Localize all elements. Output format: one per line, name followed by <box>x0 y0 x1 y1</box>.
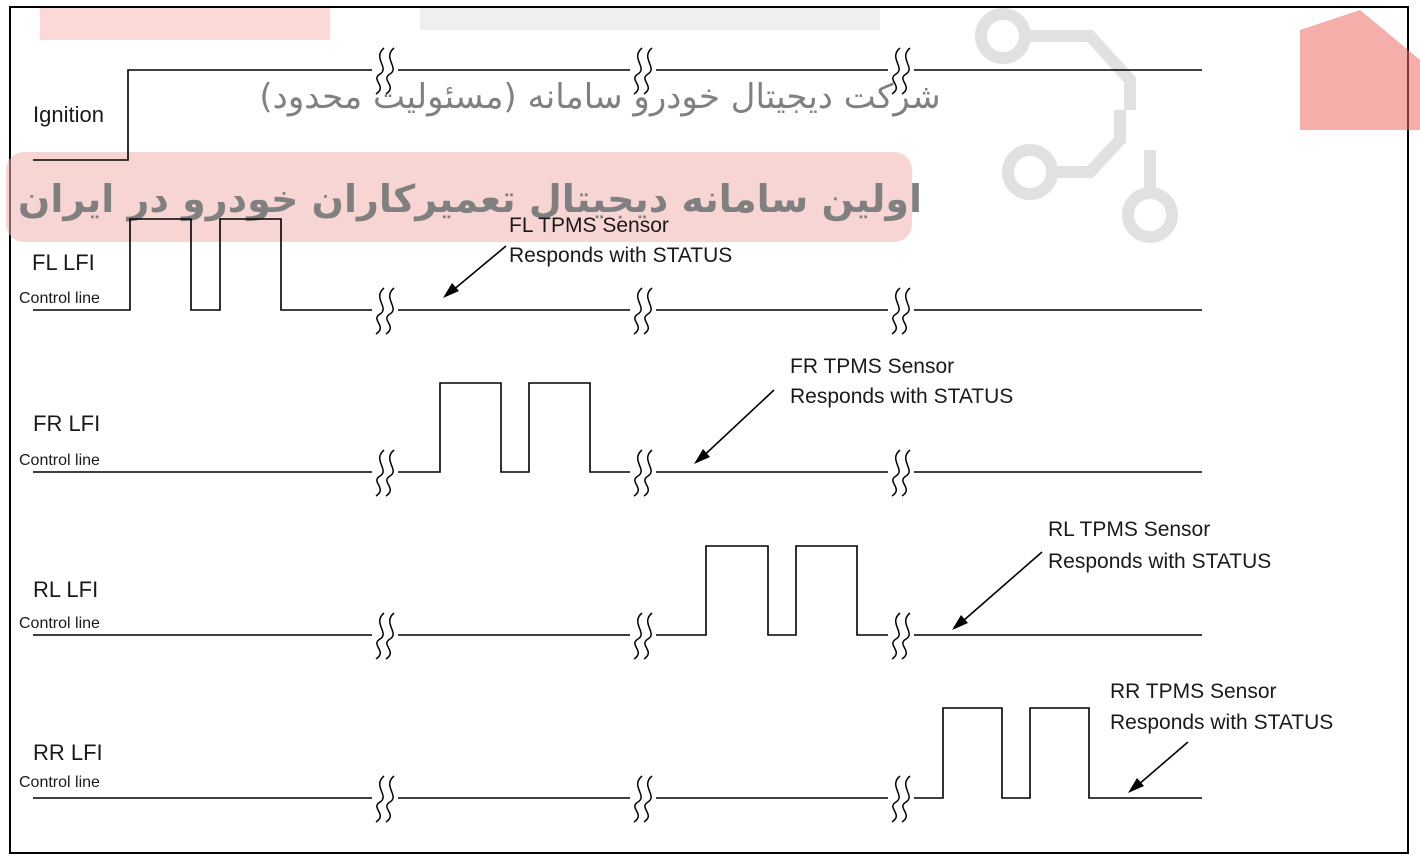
time-break-fl-3-2 <box>901 287 911 335</box>
watermark-car-shape <box>1300 10 1420 130</box>
time-break-fr-1-2 <box>385 449 395 497</box>
time-break-ignition-3-2 <box>901 47 911 95</box>
waveform-rr-seg4 <box>914 707 1202 799</box>
time-break-fr-2-2 <box>643 449 653 497</box>
waveform-fr-seg2 <box>398 382 630 473</box>
watermark-line1: شرکت دیجیتال خودرو سامانه (مسئولیت محدود… <box>259 77 940 117</box>
time-break-fl-2-1 <box>633 287 643 335</box>
annotation-fr-line2: Responds with STATUS <box>790 385 1013 408</box>
time-break-rl-3-1 <box>891 612 901 660</box>
signal-label-rl: RL LFI <box>33 577 98 602</box>
arrow-fl <box>443 245 507 298</box>
waveform-ignition <box>33 69 372 161</box>
time-break-rr-2-2 <box>643 775 653 823</box>
annotation-rl-line2: Responds with STATUS <box>1048 550 1271 573</box>
time-break-fl-2-2 <box>643 287 653 335</box>
time-break-rl-2-1 <box>633 612 643 660</box>
time-break-rl-1-1 <box>375 612 385 660</box>
waveform-fl <box>33 218 372 311</box>
time-break-ignition-1-2 <box>385 47 395 95</box>
time-break-fl-1-1 <box>375 287 385 335</box>
time-break-ignition-1-1 <box>375 47 385 95</box>
annotation-rr-line1: RR TPMS Sensor <box>1110 680 1277 703</box>
response-annotations: FL TPMS Sensor Responds with STATUS FR T… <box>509 214 1333 734</box>
time-breaks <box>375 47 911 823</box>
watermark-top-shape <box>40 8 330 40</box>
annotation-rl-line1: RL TPMS Sensor <box>1048 518 1210 541</box>
time-break-fr-1-1 <box>375 449 385 497</box>
time-break-rr-2-1 <box>633 775 643 823</box>
time-break-rr-3-1 <box>891 775 901 823</box>
annotation-arrows <box>443 245 1189 793</box>
annotation-fr-line1: FR TPMS Sensor <box>790 355 954 378</box>
time-break-fl-1-2 <box>385 287 395 335</box>
annotation-rr-line2: Responds with STATUS <box>1110 711 1333 734</box>
time-break-rr-3-2 <box>901 775 911 823</box>
signal-sublabel-rl: Control line <box>19 615 100 632</box>
signal-sublabel-fl: Control line <box>19 290 100 307</box>
waveforms <box>33 69 1202 799</box>
signal-labels: Ignition FL LFI Control line FR LFI Cont… <box>19 102 104 791</box>
signal-sublabel-rr: Control line <box>19 774 100 791</box>
time-break-rr-1-1 <box>375 775 385 823</box>
time-break-ignition-2-1 <box>633 47 643 95</box>
signal-label-rr: RR LFI <box>33 740 103 765</box>
signal-label-fr: FR LFI <box>33 411 100 436</box>
watermark-top-gray <box>420 8 880 30</box>
waveform-rl-seg3 <box>656 545 888 636</box>
time-break-ignition-3-1 <box>891 47 901 95</box>
time-break-fr-2-1 <box>633 449 643 497</box>
signal-label-ignition: Ignition <box>33 102 104 127</box>
time-break-fr-3-2 <box>901 449 911 497</box>
time-break-rl-2-2 <box>643 612 653 660</box>
time-break-rr-1-2 <box>385 775 395 823</box>
annotation-fl-line1: FL TPMS Sensor <box>509 214 669 237</box>
time-break-rl-3-2 <box>901 612 911 660</box>
arrow-rl <box>952 551 1043 630</box>
time-break-fr-3-1 <box>891 449 901 497</box>
circuit-car-icon <box>975 8 1178 243</box>
time-break-rl-1-2 <box>385 612 395 660</box>
arrow-rr <box>1128 741 1189 793</box>
watermark: شرکت دیجیتال خودرو سامانه (مسئولیت محدود… <box>6 8 1420 243</box>
annotation-fl-line2: Responds with STATUS <box>509 244 732 267</box>
diagram-border <box>9 6 1409 854</box>
signal-sublabel-fr: Control line <box>19 452 100 469</box>
time-break-ignition-2-2 <box>643 47 653 95</box>
signal-label-fl: FL LFI <box>32 250 95 275</box>
watermark-line2: اولین سامانه دیجیتال تعمیرکاران خودرو در… <box>18 177 922 222</box>
time-break-fl-3-1 <box>891 287 901 335</box>
arrow-fr <box>694 389 775 464</box>
